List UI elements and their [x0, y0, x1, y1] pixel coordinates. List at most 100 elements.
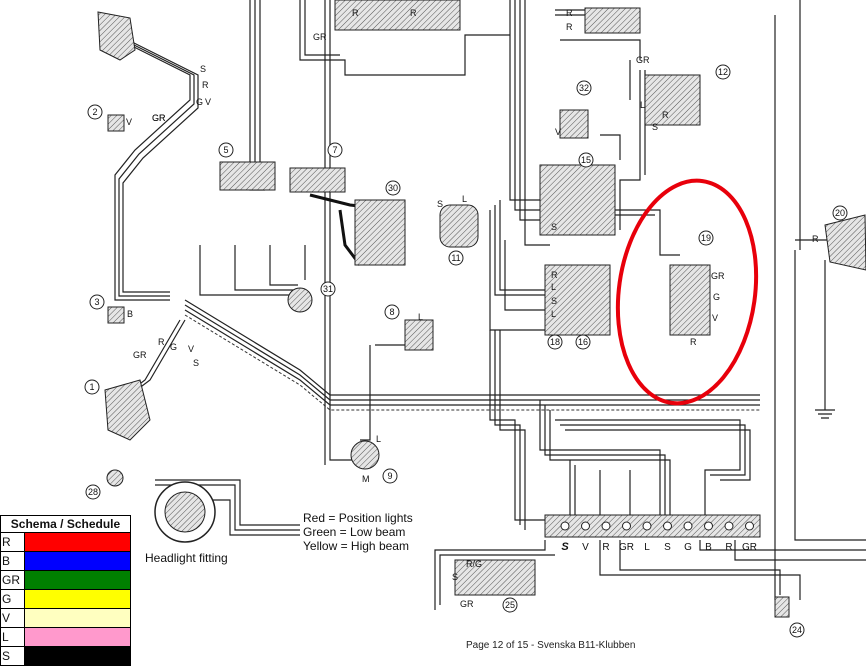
terminal-label: R	[725, 542, 732, 553]
svg-text:31: 31	[323, 284, 333, 294]
wire-label: R	[158, 337, 165, 347]
component-12	[644, 74, 701, 126]
component-top-center	[334, 0, 461, 31]
component-number-16: 16	[575, 334, 591, 350]
high-beam-note: Yellow = High beam	[303, 539, 409, 553]
wire-label: L	[551, 309, 556, 319]
component-number-25: 25	[502, 597, 518, 613]
legend-swatch	[25, 609, 130, 627]
terminal-label: GR	[742, 542, 757, 553]
component-number-8: 8	[384, 304, 400, 320]
terminal-screw	[663, 521, 672, 531]
svg-text:19: 19	[701, 233, 711, 243]
component-top-left-headlight	[97, 11, 136, 61]
svg-text:1: 1	[89, 382, 94, 392]
component-number-11: 11	[448, 250, 464, 266]
component-32	[559, 109, 589, 139]
svg-text:2: 2	[92, 107, 97, 117]
svg-text:20: 20	[835, 208, 845, 218]
legend-code: G	[1, 590, 25, 608]
component-number-2: 2	[87, 104, 103, 120]
component-11	[439, 204, 479, 248]
wire-label: GR	[636, 55, 650, 65]
wire-code-labels: S GR V G R V GR B GR R G S V GR L M L S …	[126, 8, 819, 609]
legend-code: GR	[1, 571, 25, 589]
svg-text:24: 24	[792, 625, 802, 635]
component-20	[824, 214, 866, 271]
position-lights-note: Red = Position lights	[303, 511, 413, 525]
terminal-label: R	[602, 542, 609, 553]
component-31	[287, 287, 313, 313]
wire-label: GR	[313, 32, 327, 42]
terminal-screw	[642, 521, 652, 531]
ground-symbol	[815, 409, 835, 419]
wire-label: L	[551, 282, 556, 292]
wire-label: G	[713, 292, 720, 302]
terminal-screw	[560, 521, 570, 531]
legend-code: V	[1, 609, 25, 627]
wire-label: V	[188, 344, 194, 354]
svg-text:5: 5	[223, 145, 228, 155]
wire-label: S	[193, 358, 199, 368]
wire-label: M	[362, 474, 370, 484]
legend-row: L	[0, 628, 131, 647]
legend-row: GR	[0, 571, 131, 590]
terminal-label: S	[561, 541, 569, 553]
terminal-label: V	[582, 542, 589, 553]
terminal-screw	[745, 521, 754, 531]
component-number-30: 30	[385, 180, 401, 196]
component-number-19: 19	[698, 230, 714, 246]
component-number-32: 32	[576, 80, 592, 96]
component-number-5: 5	[218, 142, 234, 158]
terminal-label: GR	[619, 542, 634, 553]
wire-label: R	[566, 8, 573, 18]
legend-row: R	[0, 533, 131, 552]
wire-label: L	[640, 100, 645, 110]
component-25	[454, 559, 536, 596]
wire-label: R	[662, 110, 669, 120]
component-30	[354, 199, 406, 266]
legend-swatch	[25, 552, 130, 570]
wire-label: GR	[152, 113, 166, 123]
wire-label: S	[452, 572, 458, 582]
terminal-screw	[581, 521, 590, 531]
wire-label: G	[196, 97, 203, 107]
legend-code: R	[1, 533, 25, 551]
wire-label: R	[410, 8, 417, 18]
low-beam-note: Green = Low beam	[303, 525, 405, 539]
svg-text:32: 32	[579, 83, 589, 93]
terminal-label: L	[644, 542, 650, 553]
wire-label: B	[127, 309, 133, 319]
svg-text:8: 8	[389, 307, 394, 317]
legend-row: B	[0, 552, 131, 571]
highlight-circle	[615, 178, 759, 406]
component-number-1: 1	[84, 379, 100, 395]
component-number-20: 20	[832, 205, 848, 221]
component-numbers: 1 2 3 5 7 8 9 11 12 15 16 18 19 20 24 25…	[84, 64, 848, 638]
legend-swatch	[25, 628, 130, 646]
component-number-9: 9	[382, 468, 398, 484]
legend-row: V	[0, 609, 131, 628]
wire-label: V	[712, 313, 718, 323]
component-1-headlight	[104, 379, 151, 441]
component-number-28: 28	[85, 484, 101, 500]
wire-label: V	[555, 127, 561, 137]
svg-text:3: 3	[94, 297, 99, 307]
svg-text:7: 7	[332, 145, 337, 155]
headlight-fitting-caption: Headlight fitting	[145, 551, 228, 565]
terminal-label: B	[705, 542, 712, 553]
component-number-31: 31	[320, 281, 336, 297]
wire-label: L	[462, 194, 467, 204]
legend-code: B	[1, 552, 25, 570]
wire-label: R	[690, 337, 697, 347]
legend-title: Schema / Schedule	[0, 515, 131, 533]
terminal-label: G	[684, 542, 692, 553]
component-16	[544, 264, 611, 336]
terminal-screw	[724, 521, 734, 531]
component-number-24: 24	[789, 622, 805, 638]
component-15	[539, 164, 616, 236]
wire-label: R	[566, 22, 573, 32]
wire-label: S	[437, 199, 443, 209]
